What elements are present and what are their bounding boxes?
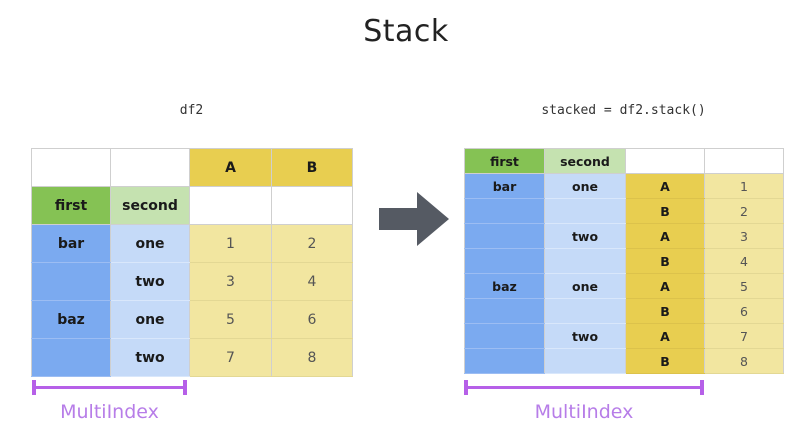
right-cell-r7-c1: two [544, 323, 626, 349]
left-cell-r4-c0: baz [31, 300, 111, 339]
left-cell-r3-c2: 3 [189, 262, 272, 301]
right-cell-r8-c1 [544, 348, 626, 374]
right-cell-r8-c2: B [625, 348, 705, 374]
right-cell-r6-c0 [464, 298, 545, 324]
right-cell-r4-c1 [544, 248, 626, 274]
right-cell-r3-c0 [464, 223, 545, 249]
right-cell-r2-c1 [544, 198, 626, 224]
left-cell-r4-c2: 5 [189, 300, 272, 339]
left-table-caption: df2 [179, 103, 204, 118]
right-cell-r7-c2: A [625, 323, 705, 349]
right-cell-r5-c0: baz [464, 273, 545, 299]
left-multiindex-label: MultiIndex [60, 401, 159, 423]
left-cell-r5-c0 [31, 338, 111, 377]
left-cell-r0-c1 [110, 148, 190, 187]
left-cell-r3-c3: 4 [271, 262, 353, 301]
right-cell-r6-c3: 6 [704, 298, 784, 324]
right-cell-r0-c0: first [464, 148, 545, 174]
left-cell-r2-c3: 2 [271, 224, 353, 263]
bracket-cap-right [183, 380, 187, 395]
right-cell-r4-c2: B [625, 248, 705, 274]
left-cell-r4-c1: one [110, 300, 190, 339]
right-arrow-icon [379, 192, 449, 246]
left-cell-r0-c0 [31, 148, 111, 187]
right-cell-r3-c2: A [625, 223, 705, 249]
left-cell-r1-c2 [189, 186, 272, 225]
right-cell-r3-c3: 3 [704, 223, 784, 249]
left-cell-r1-c0: first [31, 186, 111, 225]
left-cell-r4-c3: 6 [271, 300, 353, 339]
right-cell-r2-c2: B [625, 198, 705, 224]
right-cell-r4-c0 [464, 248, 545, 274]
left-cell-r2-c0: bar [31, 224, 111, 263]
left-cell-r0-c2: A [189, 148, 272, 187]
left-cell-r1-c1: second [110, 186, 190, 225]
bracket-bar [32, 386, 187, 389]
left-cell-r5-c3: 8 [271, 338, 353, 377]
right-cell-r0-c1: second [544, 148, 626, 174]
right-cell-r5-c2: A [625, 273, 705, 299]
right-cell-r6-c2: B [625, 298, 705, 324]
left-cell-r2-c2: 1 [189, 224, 272, 263]
right-cell-r0-c2 [625, 148, 705, 174]
right-cell-r0-c3 [704, 148, 784, 174]
right-cell-r8-c3: 8 [704, 348, 784, 374]
right-table-caption: stacked = df2.stack() [541, 103, 706, 118]
left-multiindex-bracket [32, 380, 187, 395]
right-cell-r1-c2: A [625, 173, 705, 199]
bracket-bar [464, 386, 704, 389]
left-cell-r2-c1: one [110, 224, 190, 263]
right-cell-r2-c0 [464, 198, 545, 224]
right-cell-r1-c3: 1 [704, 173, 784, 199]
right-cell-r7-c3: 7 [704, 323, 784, 349]
left-cell-r5-c1: two [110, 338, 190, 377]
right-cell-r5-c1: one [544, 273, 626, 299]
left-cell-r3-c0 [31, 262, 111, 301]
left-cell-r3-c1: two [110, 262, 190, 301]
left-cell-r0-c3: B [271, 148, 353, 187]
right-cell-r5-c3: 5 [704, 273, 784, 299]
right-cell-r6-c1 [544, 298, 626, 324]
right-cell-r3-c1: two [544, 223, 626, 249]
right-cell-r1-c0: bar [464, 173, 545, 199]
right-cell-r1-c1: one [544, 173, 626, 199]
right-multiindex-bracket [464, 380, 704, 395]
left-cell-r1-c3 [271, 186, 353, 225]
right-cell-r4-c3: 4 [704, 248, 784, 274]
right-cell-r7-c0 [464, 323, 545, 349]
left-cell-r5-c2: 7 [189, 338, 272, 377]
right-multiindex-label: MultiIndex [534, 401, 634, 423]
bracket-cap-right [700, 380, 704, 395]
right-cell-r8-c0 [464, 348, 545, 374]
right-cell-r2-c3: 2 [704, 198, 784, 224]
page-title: Stack [363, 14, 449, 49]
